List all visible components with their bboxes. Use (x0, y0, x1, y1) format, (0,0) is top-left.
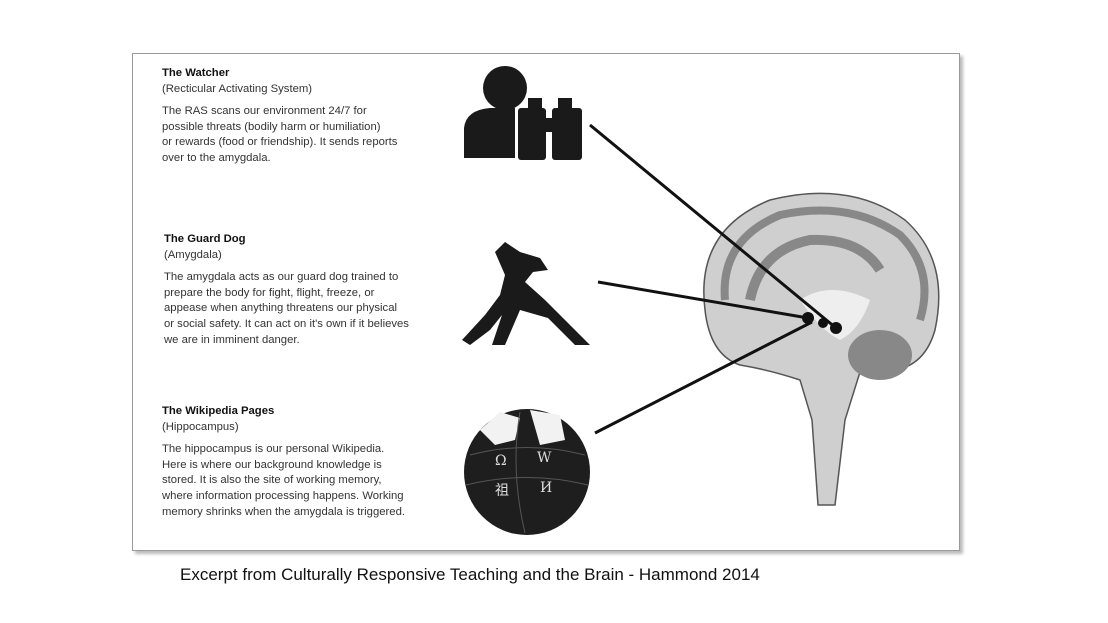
section-subtitle: (Recticular Activating System) (162, 82, 313, 95)
body-line: appease when anything threatens our phys… (164, 302, 397, 315)
body-line: over to the amygdala. (162, 151, 271, 164)
body-line: memory shrinks when the amygdala is trig… (162, 505, 405, 518)
section-subtitle: (Hippocampus) (162, 420, 239, 433)
section-title: The Wikipedia Pages (162, 405, 275, 417)
connector-lines (589, 123, 837, 435)
body-line: stored. It is also the site of working m… (162, 474, 382, 487)
person-binoculars-icon (464, 66, 582, 160)
amygdala-marker (802, 312, 814, 324)
svg-text:祖: 祖 (495, 483, 509, 499)
section-watcher: The Watcher (Recticular Activating Syste… (162, 66, 397, 167)
section-subtitle: (Amygdala) (164, 248, 222, 261)
body-line: The amygdala acts as our guard dog train… (164, 271, 399, 284)
hippocampus-marker (818, 318, 828, 328)
body-line: The RAS scans our environment 24/7 for (162, 105, 367, 118)
body-line: possible threats (bodily harm or humilia… (162, 120, 381, 133)
section-guard-dog: The Guard Dog (Amygdala) The amygdala ac… (164, 232, 409, 348)
guard-dog-connector (597, 280, 809, 320)
body-line: prepare the body for fight, flight, free… (164, 286, 375, 299)
ras-marker (830, 322, 842, 334)
guard-dog-icon (462, 242, 590, 345)
figure-caption: Excerpt from Culturally Responsive Teach… (180, 565, 760, 584)
svg-text:W: W (537, 450, 552, 466)
watcher-connector (589, 123, 837, 330)
body-line: where information processing happens. Wo… (162, 489, 404, 502)
body-line: or social safety. It can act on it's own… (164, 317, 409, 330)
svg-text:Ω: Ω (495, 453, 507, 469)
section-title: The Guard Dog (164, 233, 246, 245)
brain-illustration (703, 192, 940, 506)
section-title: The Watcher (162, 67, 230, 79)
body-line: or rewards (food or friendship). It send… (162, 136, 398, 149)
body-line: we are in imminent danger. (164, 333, 300, 346)
section-wikipedia: The Wikipedia Pages (Hippocampus) The hi… (162, 404, 405, 520)
wikipedia-globe-icon: Ω W 祖 И (464, 409, 590, 535)
svg-text:И: И (540, 480, 552, 496)
wikipedia-connector (594, 320, 813, 435)
body-line: The hippocampus is our personal Wikipedi… (162, 443, 385, 456)
body-line: Here is where our background knowledge i… (162, 458, 382, 471)
